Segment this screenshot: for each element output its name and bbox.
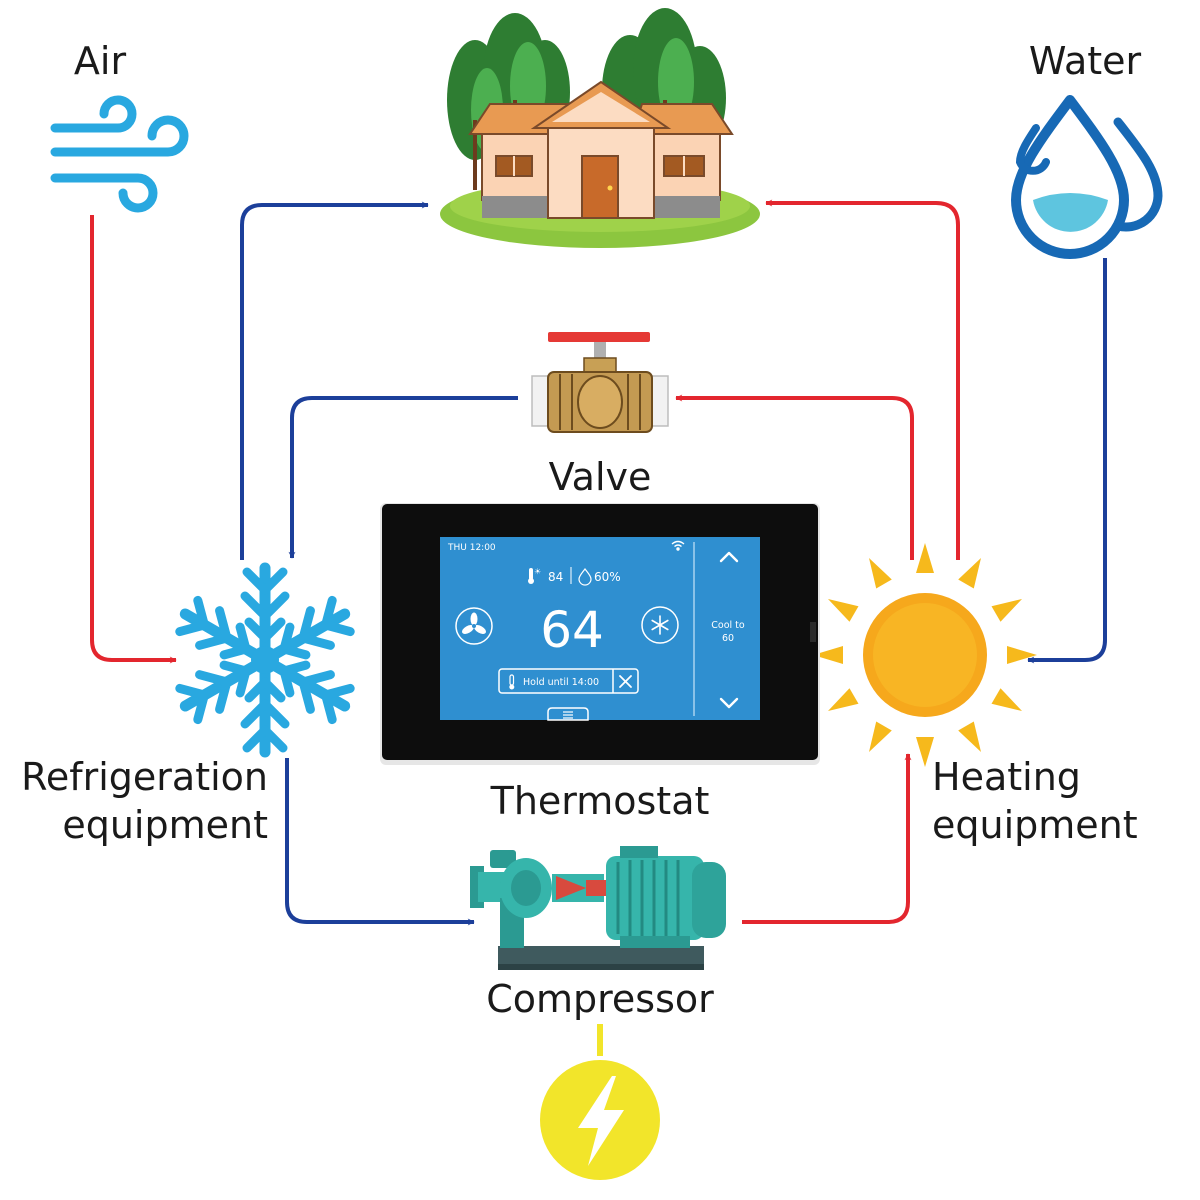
- fan-icon: [462, 612, 486, 634]
- temp-down-button[interactable]: [700, 688, 756, 716]
- sun-icon: [813, 543, 1037, 767]
- heating-label-line2: equipment: [932, 803, 1138, 847]
- compressor-to-heating-line: [742, 753, 912, 924]
- water-label: Water: [1029, 39, 1142, 83]
- snowflake-icon: [175, 568, 354, 752]
- chevron-up-icon: [719, 551, 739, 563]
- snowflake-mode-icon: [651, 615, 669, 635]
- wifi-icon: [671, 540, 685, 551]
- thermostat-screen[interactable]: THU 12:00 ☀ 84 60% 64: [440, 537, 760, 721]
- lightning-icon: [540, 1060, 660, 1180]
- house-icon: [440, 8, 760, 248]
- heating-to-house-line: [765, 199, 960, 560]
- hold-pill[interactable]: Hold until 14:00: [498, 668, 639, 694]
- outdoor-temp-readout: 84: [548, 570, 563, 584]
- set-temperature: 64: [540, 601, 604, 659]
- menu-button[interactable]: [547, 707, 589, 721]
- heating-label-line1: Heating: [932, 755, 1081, 799]
- outdoor-temp-icon: ☀: [528, 567, 541, 584]
- humidity-icon: [578, 568, 592, 586]
- chevron-down-icon: [719, 697, 739, 709]
- air-to-refrigeration-line: [90, 215, 177, 664]
- thermometer-icon: [509, 674, 515, 690]
- water-to-heating-line: [1027, 258, 1107, 664]
- water-drops-icon: [1011, 95, 1163, 259]
- compressor-label: Compressor: [486, 977, 714, 1021]
- cool-mode-button[interactable]: [641, 606, 679, 644]
- thermostat-label: Thermostat: [490, 779, 710, 823]
- refrigeration-label-line2: equipment: [62, 803, 268, 847]
- thermostat-device: THU 12:00 ☀ 84 60% 64: [380, 503, 820, 765]
- valve-to-refrigeration-line: [288, 396, 518, 559]
- refrigeration-to-house-line: [240, 201, 429, 560]
- hold-text: Hold until 14:00: [523, 677, 599, 688]
- menu-icon: [563, 711, 573, 719]
- cancel-hold-button[interactable]: [614, 670, 637, 692]
- mode-line2: 60: [722, 633, 734, 644]
- wind-icon: [50, 95, 189, 213]
- refrigeration-to-compressor-line: [285, 758, 475, 926]
- refrigeration-label-line1: Refrigeration: [21, 755, 268, 799]
- compressor-pump-icon: [470, 846, 726, 970]
- mode-line1: Cool to: [711, 620, 745, 631]
- valve-icon: [531, 332, 669, 433]
- air-label: Air: [74, 39, 127, 83]
- heating-to-valve-line: [675, 394, 914, 560]
- fan-button[interactable]: [455, 607, 493, 645]
- valve-label: Valve: [549, 455, 652, 499]
- close-icon: [619, 675, 632, 688]
- temp-up-button[interactable]: [700, 542, 756, 572]
- flow-lines: [90, 199, 1107, 1056]
- day-time-readout: THU 12:00: [447, 543, 496, 553]
- svg-text:☀: ☀: [534, 567, 541, 576]
- humidity-readout: 60%: [594, 570, 621, 584]
